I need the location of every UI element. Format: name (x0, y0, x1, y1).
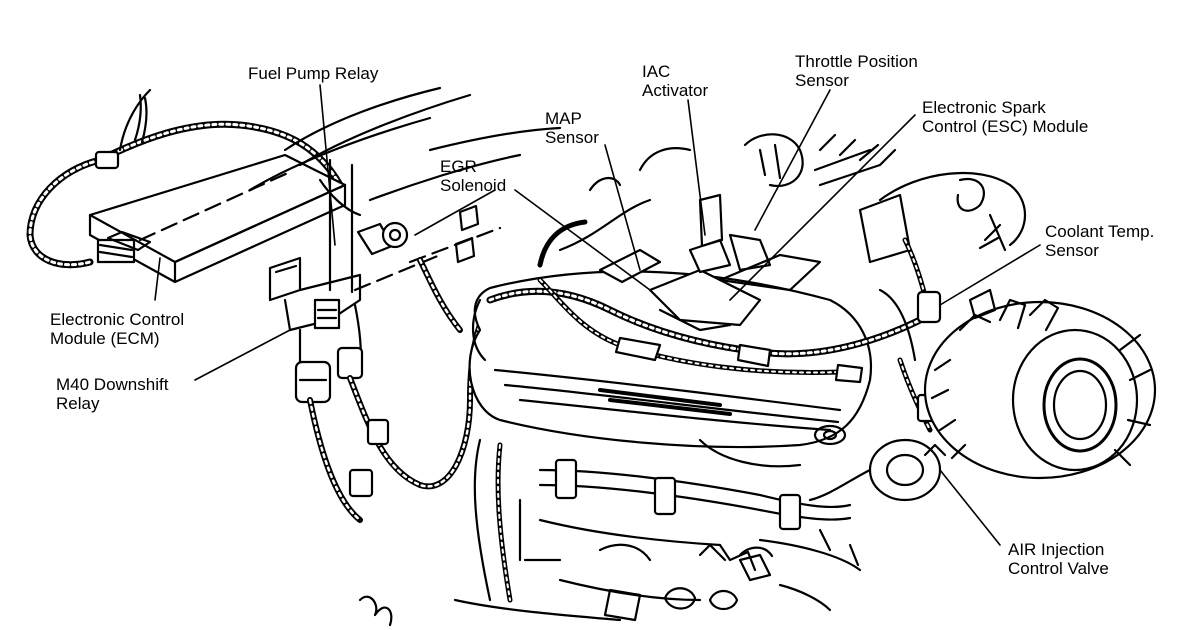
label-air-line-1: AIR Injection (1008, 540, 1105, 559)
label-m40-relay: M40 Downshift Relay (56, 375, 168, 413)
leader-ecm (154, 257, 161, 301)
label-tps-line-1: Throttle Position (795, 52, 918, 71)
label-tps-line-2: Sensor (795, 71, 849, 90)
label-fuel-pump-relay: Fuel Pump Relay (248, 64, 378, 83)
label-esc-line-1: Electronic Spark (922, 98, 1046, 117)
label-air-injection-valve: AIR Injection Control Valve (1008, 540, 1109, 578)
lower-engine (358, 438, 862, 627)
label-egr-line-1: EGR (440, 157, 477, 176)
label-esc-line-2: Control (ESC) Module (922, 117, 1089, 136)
label-m40-relay-line-2: Relay (56, 394, 100, 413)
label-map-line-2: Sensor (545, 128, 599, 147)
label-esc-module: Electronic Spark Control (ESC) Module (922, 98, 1088, 136)
label-ecm-line-2: Module (ECM) (50, 329, 160, 348)
label-map-line-1: MAP (545, 109, 582, 128)
label-egr-line-2: Solenoid (440, 176, 507, 195)
leader-esc (729, 114, 916, 301)
leader-lines (154, 84, 1041, 546)
label-iac-line-1: IAC (642, 62, 671, 81)
air-injection-valve (808, 438, 947, 502)
label-fuel-pump-relay-line-1: Fuel Pump Relay (248, 64, 379, 83)
leader-tps (754, 89, 831, 231)
label-ecm-line-1: Electronic Control (50, 310, 185, 329)
leader-fuel-pump-relay (319, 84, 336, 246)
relay-bracket (268, 158, 502, 404)
ecm-module (88, 153, 347, 284)
leader-air (939, 469, 1001, 546)
label-coolant-line-2: Sensor (1045, 241, 1099, 260)
label-coolant-temp-sensor: Coolant Temp. Sensor (1045, 222, 1154, 260)
label-iac-activator: IAC Activator (642, 62, 708, 100)
leader-map-2 (604, 144, 641, 271)
alternator (923, 288, 1157, 480)
label-egr-solenoid: EGR Solenoid (440, 157, 506, 195)
leader-m40-relay (194, 329, 291, 381)
label-air-line-2: Control Valve (1008, 559, 1109, 578)
label-m40-relay-line-1: M40 Downshift (56, 375, 169, 394)
engine-harness (486, 277, 924, 384)
leader-map (514, 189, 651, 291)
leader-coolant (939, 244, 1041, 306)
label-coolant-line-1: Coolant Temp. (1045, 222, 1155, 241)
body-panel-lines (248, 86, 562, 217)
leader-egr (414, 189, 496, 236)
label-map-sensor: MAP Sensor (545, 109, 599, 147)
label-ecm: Electronic Control Module (ECM) (50, 310, 184, 348)
throttle-body-area (537, 133, 897, 332)
label-iac-line-2: Activator (642, 81, 709, 100)
leader-iac (687, 99, 706, 236)
label-throttle-position-sensor: Throttle Position Sensor (795, 52, 918, 90)
